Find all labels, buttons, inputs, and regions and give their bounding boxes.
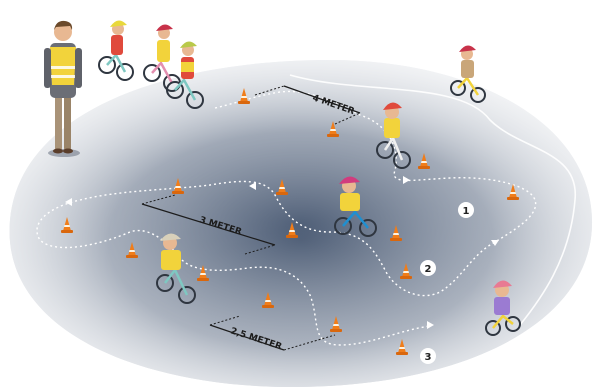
svg-text:1: 1 bbox=[463, 206, 470, 217]
child-on-bike-magenta-helmet bbox=[334, 176, 377, 237]
course-marker-1: 1 bbox=[458, 202, 474, 218]
instructor-figure bbox=[44, 20, 82, 157]
course-marker-3: 3 bbox=[420, 348, 436, 364]
svg-text:3: 3 bbox=[425, 352, 432, 363]
child-on-bike-pink-helmet-2 bbox=[485, 280, 521, 336]
ground-area bbox=[9, 60, 593, 388]
child-on-bike-red-helmet bbox=[143, 24, 181, 92]
course-marker-2: 2 bbox=[420, 260, 436, 276]
boundary-line bbox=[289, 74, 576, 326]
distance-line-top bbox=[254, 85, 361, 125]
distance-line-bottom bbox=[209, 315, 336, 351]
route-arrows bbox=[65, 176, 499, 329]
svg-text:2: 2 bbox=[425, 264, 432, 275]
child-on-bike-red-helmet-2 bbox=[376, 102, 411, 169]
distance-line-middle bbox=[141, 194, 276, 255]
child-on-bike-yellow-helmet bbox=[98, 20, 134, 81]
child-on-bike-beige-helmet bbox=[156, 233, 196, 304]
child-on-bike-pink-helmet bbox=[450, 45, 486, 103]
route-path bbox=[36, 90, 537, 346]
child-on-bike-green-helmet bbox=[166, 41, 204, 109]
